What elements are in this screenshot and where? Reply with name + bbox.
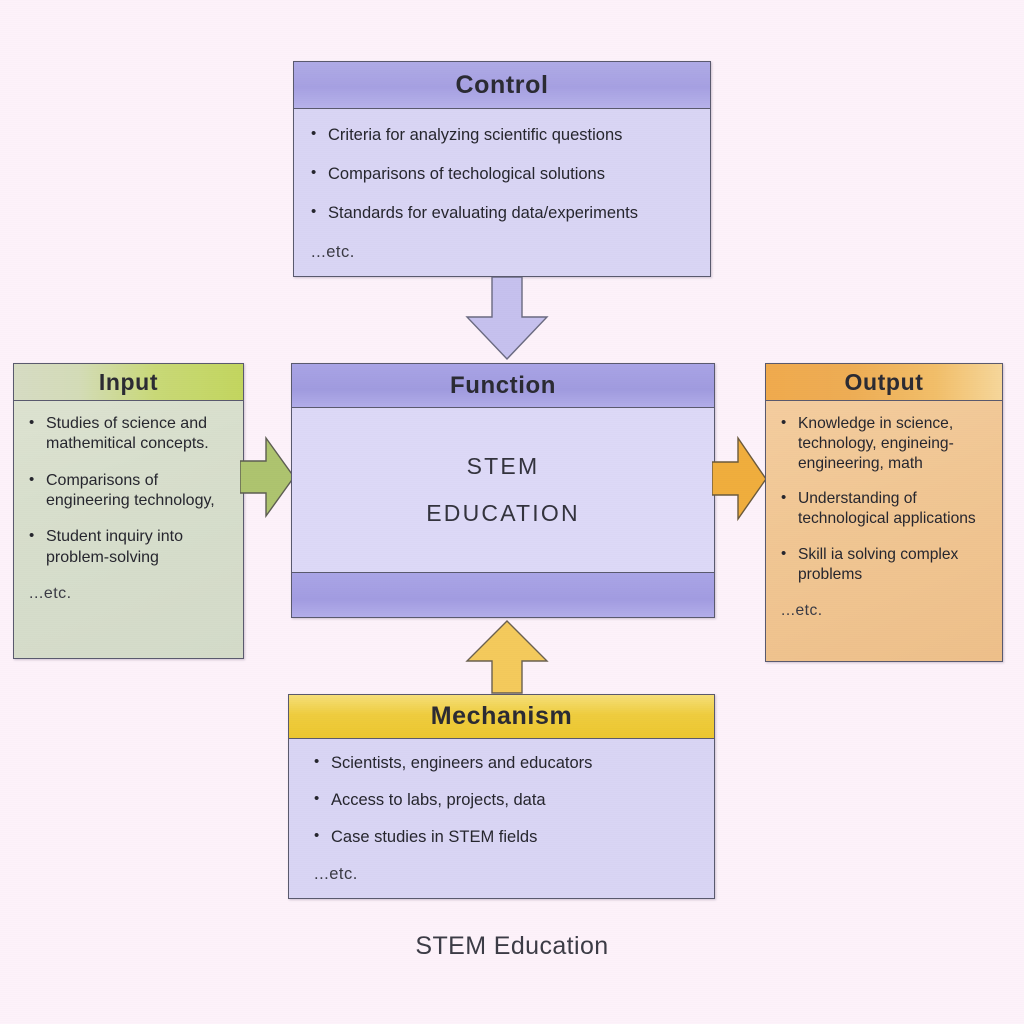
mechanism-bullet-3: Case studies in STEM fields [311,826,702,848]
input-bullet-2: Comparisons of engineering technology, [26,470,233,512]
output-bullet-3: Skill ia solving complex problems [778,544,994,585]
control-etc: ...etc. [311,242,355,261]
output-bullet-2: Understanding of technological applicati… [778,488,994,529]
output-body: Knowledge in science, technology, engine… [766,401,1002,646]
control-body: Criteria for analyzing scientific questi… [294,109,710,291]
function-footer-band [292,572,714,617]
arrow-control-to-function [462,276,552,361]
output-etc: ...etc. [781,601,823,619]
input-bullet-1: Studies of science and mathemitical conc… [26,413,233,455]
function-box: Function STEM EDUCATION [291,363,715,618]
output-title: Output [766,364,1002,401]
control-bullet-1: Criteria for analyzing scientific questi… [308,124,698,146]
function-line-2: EDUCATION [426,500,580,526]
mechanism-title: Mechanism [289,695,714,739]
input-bullet-3: Student inquiry into problem-solving [26,526,233,568]
control-bullet-2: Comparisons of techological solutions [308,163,698,185]
output-box: Output Knowledge in science, technology,… [765,363,1003,662]
mechanism-bullet-list: Scientists, engineers and educators Acce… [311,752,702,885]
mechanism-box: Mechanism Scientists, engineers and educ… [288,694,715,899]
control-bullet-3: Standards for evaluating data/experiment… [308,202,698,224]
control-bullet-list: Criteria for analyzing scientific questi… [308,124,698,263]
arrow-mechanism-to-function [462,619,552,695]
output-bullet-list: Knowledge in science, technology, engine… [778,413,994,620]
mechanism-bullet-2: Access to labs, projects, data [311,789,702,811]
control-title: Control [294,62,710,109]
arrow-function-to-output [711,435,768,523]
function-title: Function [292,364,714,408]
mechanism-body: Scientists, engineers and educators Acce… [289,739,714,911]
input-bullet-list: Studies of science and mathemitical conc… [26,413,233,604]
input-title: Input [14,364,243,401]
arrow-input-to-function [239,435,296,520]
control-box: Control Criteria for analyzing scientifi… [293,61,711,277]
function-line-1: STEM [466,453,540,479]
function-body: STEM EDUCATION [292,408,714,572]
input-box: Input Studies of science and mathemitica… [13,363,244,659]
output-bullet-1: Knowledge in science, technology, engine… [778,413,994,473]
diagram-caption: STEM Education [415,932,609,960]
mechanism-etc: ...etc. [314,864,358,883]
input-body: Studies of science and mathemitical conc… [14,401,243,630]
mechanism-bullet-1: Scientists, engineers and educators [311,752,702,774]
input-etc: ...etc. [29,584,72,602]
